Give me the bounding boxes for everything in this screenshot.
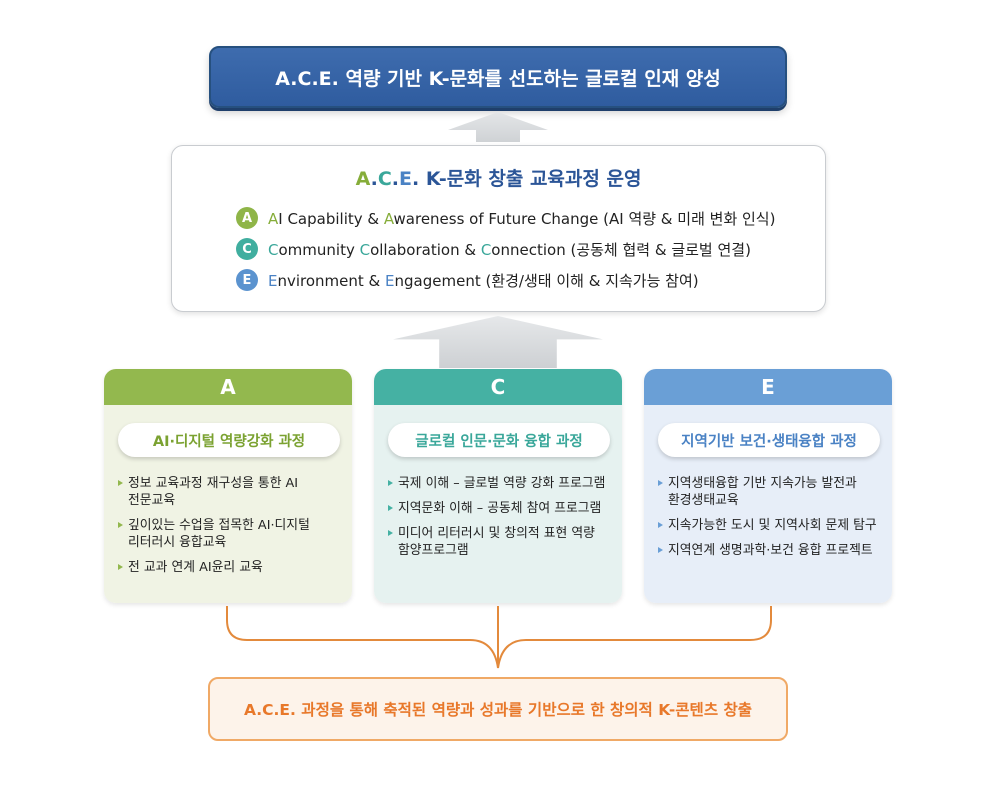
ace-row-e: E Environment & Engagement (환경/생태 이해 & 지… [236, 268, 699, 292]
list-item-text: 전 교과 연계 AI윤리 교육 [128, 560, 263, 575]
list-item-text: 미디어 리터러시 및 창의적 표현 역량 [398, 526, 595, 541]
ace-row-c-text: Community Collaboration & Connection (공동… [268, 239, 751, 260]
column-e-header: E [644, 369, 892, 405]
row-text-part: onnection (공동체 협력 & 글로벌 연결) [491, 240, 751, 259]
up-arrow-middle [393, 316, 603, 368]
row-text-part: ollaboration & [370, 240, 481, 259]
ace-panel-title: A.C.E. K-문화 창출 교육과정 운영 [172, 164, 825, 191]
ace-row-a: A AI Capability & Awareness of Future Ch… [236, 206, 775, 230]
badge-e: E [236, 269, 258, 291]
goal-text: A.C.E. 역량 기반 K-문화를 선도하는 글로컬 인재 양성 [275, 67, 721, 90]
outcome-text: A.C.E. 과정을 통해 축적된 역량과 성과를 기반으로 한 창의적 K-콘… [244, 701, 752, 719]
list-item-text: 지속가능한 도시 및 지역사회 문제 탐구 [668, 518, 877, 533]
up-arrow-top [448, 112, 548, 142]
initial-letter: E [268, 271, 278, 290]
bullet-triangle-icon [118, 522, 123, 528]
bullet-triangle-icon [388, 480, 393, 486]
initial-letter: A [383, 209, 394, 228]
list-item-text: 전문교육 [128, 493, 176, 508]
initial-letter: C [359, 240, 371, 259]
initial-letter: C [268, 240, 279, 259]
list-item: 지속가능한 도시 및 지역사회 문제 탐구 [656, 517, 880, 534]
list-item: 정보 교육과정 재구성을 통한 AI 전문교육 [116, 475, 340, 509]
badge-a: A [236, 207, 258, 229]
initial-letter: E [385, 271, 395, 290]
goal-banner: A.C.E. 역량 기반 K-문화를 선도하는 글로컬 인재 양성 [209, 46, 787, 108]
list-item: 지역연계 생명과학·보건 융합 프로젝트 [656, 542, 880, 559]
list-item-text: 지역문화 이해 – 공동체 참여 프로그램 [398, 501, 602, 516]
column-a-header: A [104, 369, 352, 405]
list-item: 국제 이해 – 글로벌 역량 강화 프로그램 [386, 475, 610, 492]
ace-row-a-text: AI Capability & Awareness of Future Chan… [268, 208, 775, 229]
bullet-triangle-icon [658, 480, 663, 486]
title-rest: K-문화 창출 교육과정 운영 [419, 168, 642, 190]
list-item-text: 지역생태융합 기반 지속가능 발전과 [668, 476, 857, 491]
badge-c: C [236, 238, 258, 260]
initial-letter: A [268, 209, 279, 228]
list-item-text: 깊이있는 수업을 접목한 AI·디지털 [128, 518, 310, 533]
list-item-text: 환경생태교육 [668, 493, 739, 508]
column-c-pill: 글로컬 인문·문화 융합 과정 [388, 423, 610, 457]
bullet-triangle-icon [388, 505, 393, 511]
ace-panel: A.C.E. K-문화 창출 교육과정 운영 A AI Capability &… [171, 145, 826, 312]
ace-row-e-text: Environment & Engagement (환경/생태 이해 & 지속가… [268, 270, 699, 291]
bullet-triangle-icon [388, 530, 393, 536]
bullet-triangle-icon [658, 522, 663, 528]
ace-row-c: C Community Collaboration & Connection (… [236, 237, 751, 261]
list-item: 지역문화 이해 – 공동체 참여 프로그램 [386, 500, 610, 517]
title-dot-1: . [370, 168, 378, 190]
row-text-part: nvironment & [277, 271, 386, 290]
title-letter-c: C [377, 168, 392, 190]
column-e-pill: 지역기반 보건·생태융합 과정 [658, 423, 880, 457]
row-text-part: ngagement (환경/생태 이해 & 지속가능 참여) [394, 271, 699, 290]
bullet-triangle-icon [658, 547, 663, 553]
bullet-triangle-icon [118, 564, 123, 570]
title-dot-3: . [412, 168, 420, 190]
outcome-banner: A.C.E. 과정을 통해 축적된 역량과 성과를 기반으로 한 창의적 K-콘… [208, 677, 788, 741]
column-c: C 글로컬 인문·문화 융합 과정 국제 이해 – 글로벌 역량 강화 프로그램… [374, 369, 622, 603]
initial-letter: C [480, 240, 492, 259]
column-c-header: C [374, 369, 622, 405]
bullet-triangle-icon [118, 480, 123, 486]
list-item-text: 함양프로그램 [398, 543, 469, 558]
title-letter-e: E [399, 168, 412, 190]
row-text-part: I Capability & [278, 209, 384, 228]
list-item-text: 국제 이해 – 글로벌 역량 강화 프로그램 [398, 476, 606, 491]
list-item-text: 리터러시 융합교육 [128, 535, 227, 550]
list-item-text: 정보 교육과정 재구성을 통한 AI [128, 476, 299, 491]
list-item: 전 교과 연계 AI윤리 교육 [116, 559, 340, 576]
row-text-part: ommunity [278, 240, 360, 259]
title-dot-2: . [391, 168, 400, 190]
list-item-text: 지역연계 생명과학·보건 융합 프로젝트 [668, 543, 873, 558]
row-text-part: wareness of Future Change (AI 역량 & 미래 변화… [393, 209, 776, 228]
column-a-pill: AI·디지털 역량강화 과정 [118, 423, 340, 457]
title-letter-a: A [355, 168, 371, 190]
